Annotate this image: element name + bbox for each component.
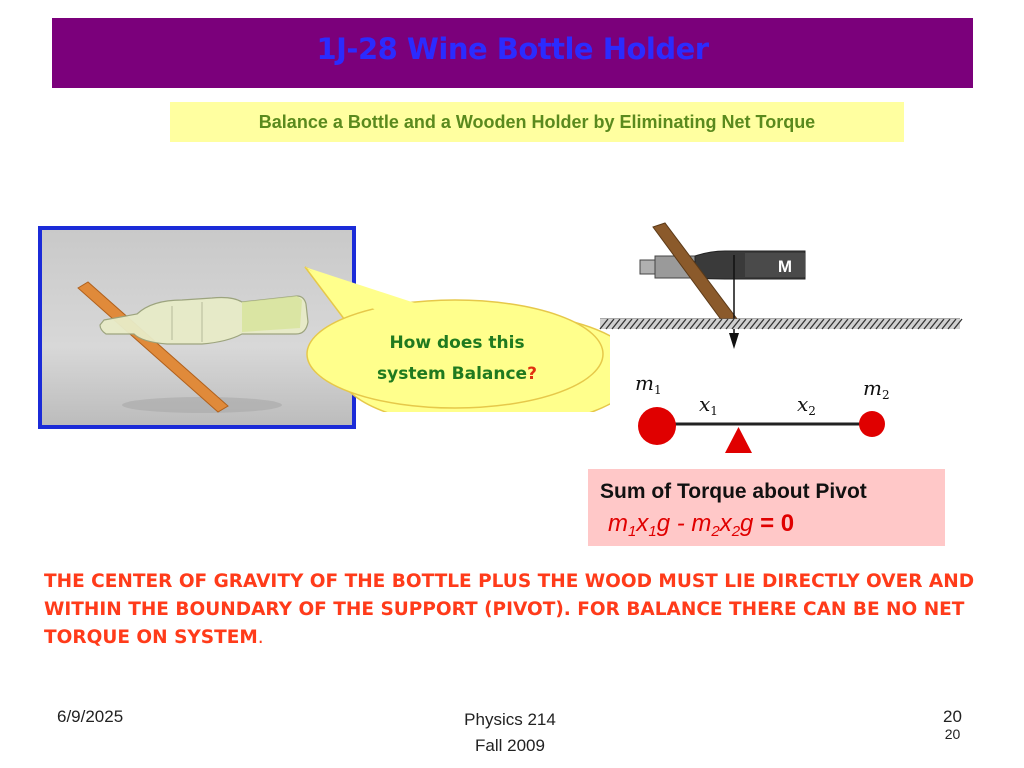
hatch-mark — [815, 318, 825, 330]
hatch-mark — [701, 318, 711, 330]
label-m1: m1 — [635, 371, 662, 397]
bottle — [99, 295, 309, 345]
hatch-mark — [653, 318, 663, 330]
hatch-mark — [899, 318, 909, 330]
slide-subtitle: Balance a Bottle and a Wooden Holder by … — [258, 112, 816, 132]
explanation-text: THE CENTER OF GRAVITY OF THE BOTTLE PLUS… — [44, 571, 975, 648]
hatch-mark — [941, 318, 951, 330]
hatch-mark — [665, 318, 675, 330]
footer-page-number: 20 — [943, 707, 962, 726]
hatch-mark — [755, 318, 765, 330]
hatch-mark — [917, 318, 927, 330]
hatch-mark — [647, 318, 657, 330]
hatch-mark — [929, 318, 939, 330]
callout-line-2: system Balance? — [377, 364, 537, 384]
hatch-mark — [767, 318, 777, 330]
mass-m2 — [859, 411, 885, 437]
pivot-triangle — [725, 427, 752, 453]
callout-line-1: How does this — [389, 333, 525, 353]
label-x2: x2 — [797, 392, 816, 418]
hatch-mark — [791, 318, 801, 330]
label-x1: x1 — [699, 392, 718, 418]
hatch-mark — [881, 318, 891, 330]
hatch-mark — [695, 318, 705, 330]
hatch-mark — [677, 318, 687, 330]
hatch-mark — [635, 318, 645, 330]
hatch-mark — [605, 318, 615, 330]
title-bar — [52, 18, 973, 88]
callout-text: How does this system Balance? — [352, 328, 562, 390]
torque-box — [588, 469, 945, 546]
hatch-mark — [731, 318, 741, 330]
slide-title: 1J-28 Wine Bottle Holder — [316, 32, 709, 66]
bottle-holder-photo — [38, 226, 356, 429]
hatch-mark — [797, 318, 807, 330]
hatch-mark — [869, 318, 879, 330]
hatch-mark — [761, 318, 771, 330]
hatch-mark — [599, 318, 609, 330]
torque-diagram: M m1 m2 x1 x2 — [599, 222, 963, 453]
hatch-mark — [845, 318, 855, 330]
ground-hatch — [599, 318, 963, 330]
mass-label-M: M — [778, 257, 792, 276]
hatch-mark — [683, 318, 693, 330]
hatch-mark — [773, 318, 783, 330]
hatch-mark — [803, 318, 813, 330]
wooden-holder — [77, 281, 229, 413]
hatch-mark — [641, 318, 651, 330]
hatch-mark — [743, 318, 753, 330]
hatch-mark — [737, 318, 747, 330]
hatch-mark — [611, 318, 621, 330]
hatch-mark — [935, 318, 945, 330]
footer-page-number-small: 20 — [944, 726, 961, 742]
hatch-mark — [809, 318, 819, 330]
hatch-mark — [617, 318, 627, 330]
hatch-mark — [923, 318, 933, 330]
holder-sketch: M — [639, 222, 806, 349]
hatch-mark — [887, 318, 897, 330]
hatch-mark — [863, 318, 873, 330]
hatch-mark — [623, 318, 633, 330]
callout-bubble — [304, 266, 610, 412]
question-mark: ? — [527, 364, 537, 384]
shadow — [122, 397, 282, 413]
hatch-mark — [719, 318, 729, 330]
hatch-mark — [905, 318, 915, 330]
hatch-mark — [851, 318, 861, 330]
torque-equation: m1x1g - m2x2g = 0 — [608, 510, 795, 540]
hatch-mark — [911, 318, 921, 330]
hatch-mark — [785, 318, 795, 330]
hatch-mark — [953, 318, 963, 330]
hatch-mark — [725, 318, 735, 330]
hatch-mark — [671, 318, 681, 330]
hatch-mark — [893, 318, 903, 330]
torque-title: Sum of Torque about Pivot — [600, 480, 867, 503]
hatch-mark — [779, 318, 789, 330]
hatch-mark — [827, 318, 837, 330]
mass-m1 — [638, 407, 676, 445]
hatch-mark — [713, 318, 723, 330]
footer-date: 6/9/2025 — [57, 707, 124, 726]
hatch-mark — [947, 318, 957, 330]
hatch-mark — [749, 318, 759, 330]
hatch-mark — [857, 318, 867, 330]
hatch-mark — [821, 318, 831, 330]
subtitle-box — [170, 102, 904, 142]
hatch-mark — [833, 318, 843, 330]
hatch-mark — [875, 318, 885, 330]
hatch-mark — [659, 318, 669, 330]
hatch-mark — [707, 318, 717, 330]
hatch-mark — [629, 318, 639, 330]
footer-course: Physics 214 Fall 2009 — [464, 710, 556, 755]
hatch-mark — [839, 318, 849, 330]
label-m2: m2 — [863, 376, 890, 402]
hatch-mark — [689, 318, 699, 330]
bottle-holder-illustration — [42, 230, 352, 425]
